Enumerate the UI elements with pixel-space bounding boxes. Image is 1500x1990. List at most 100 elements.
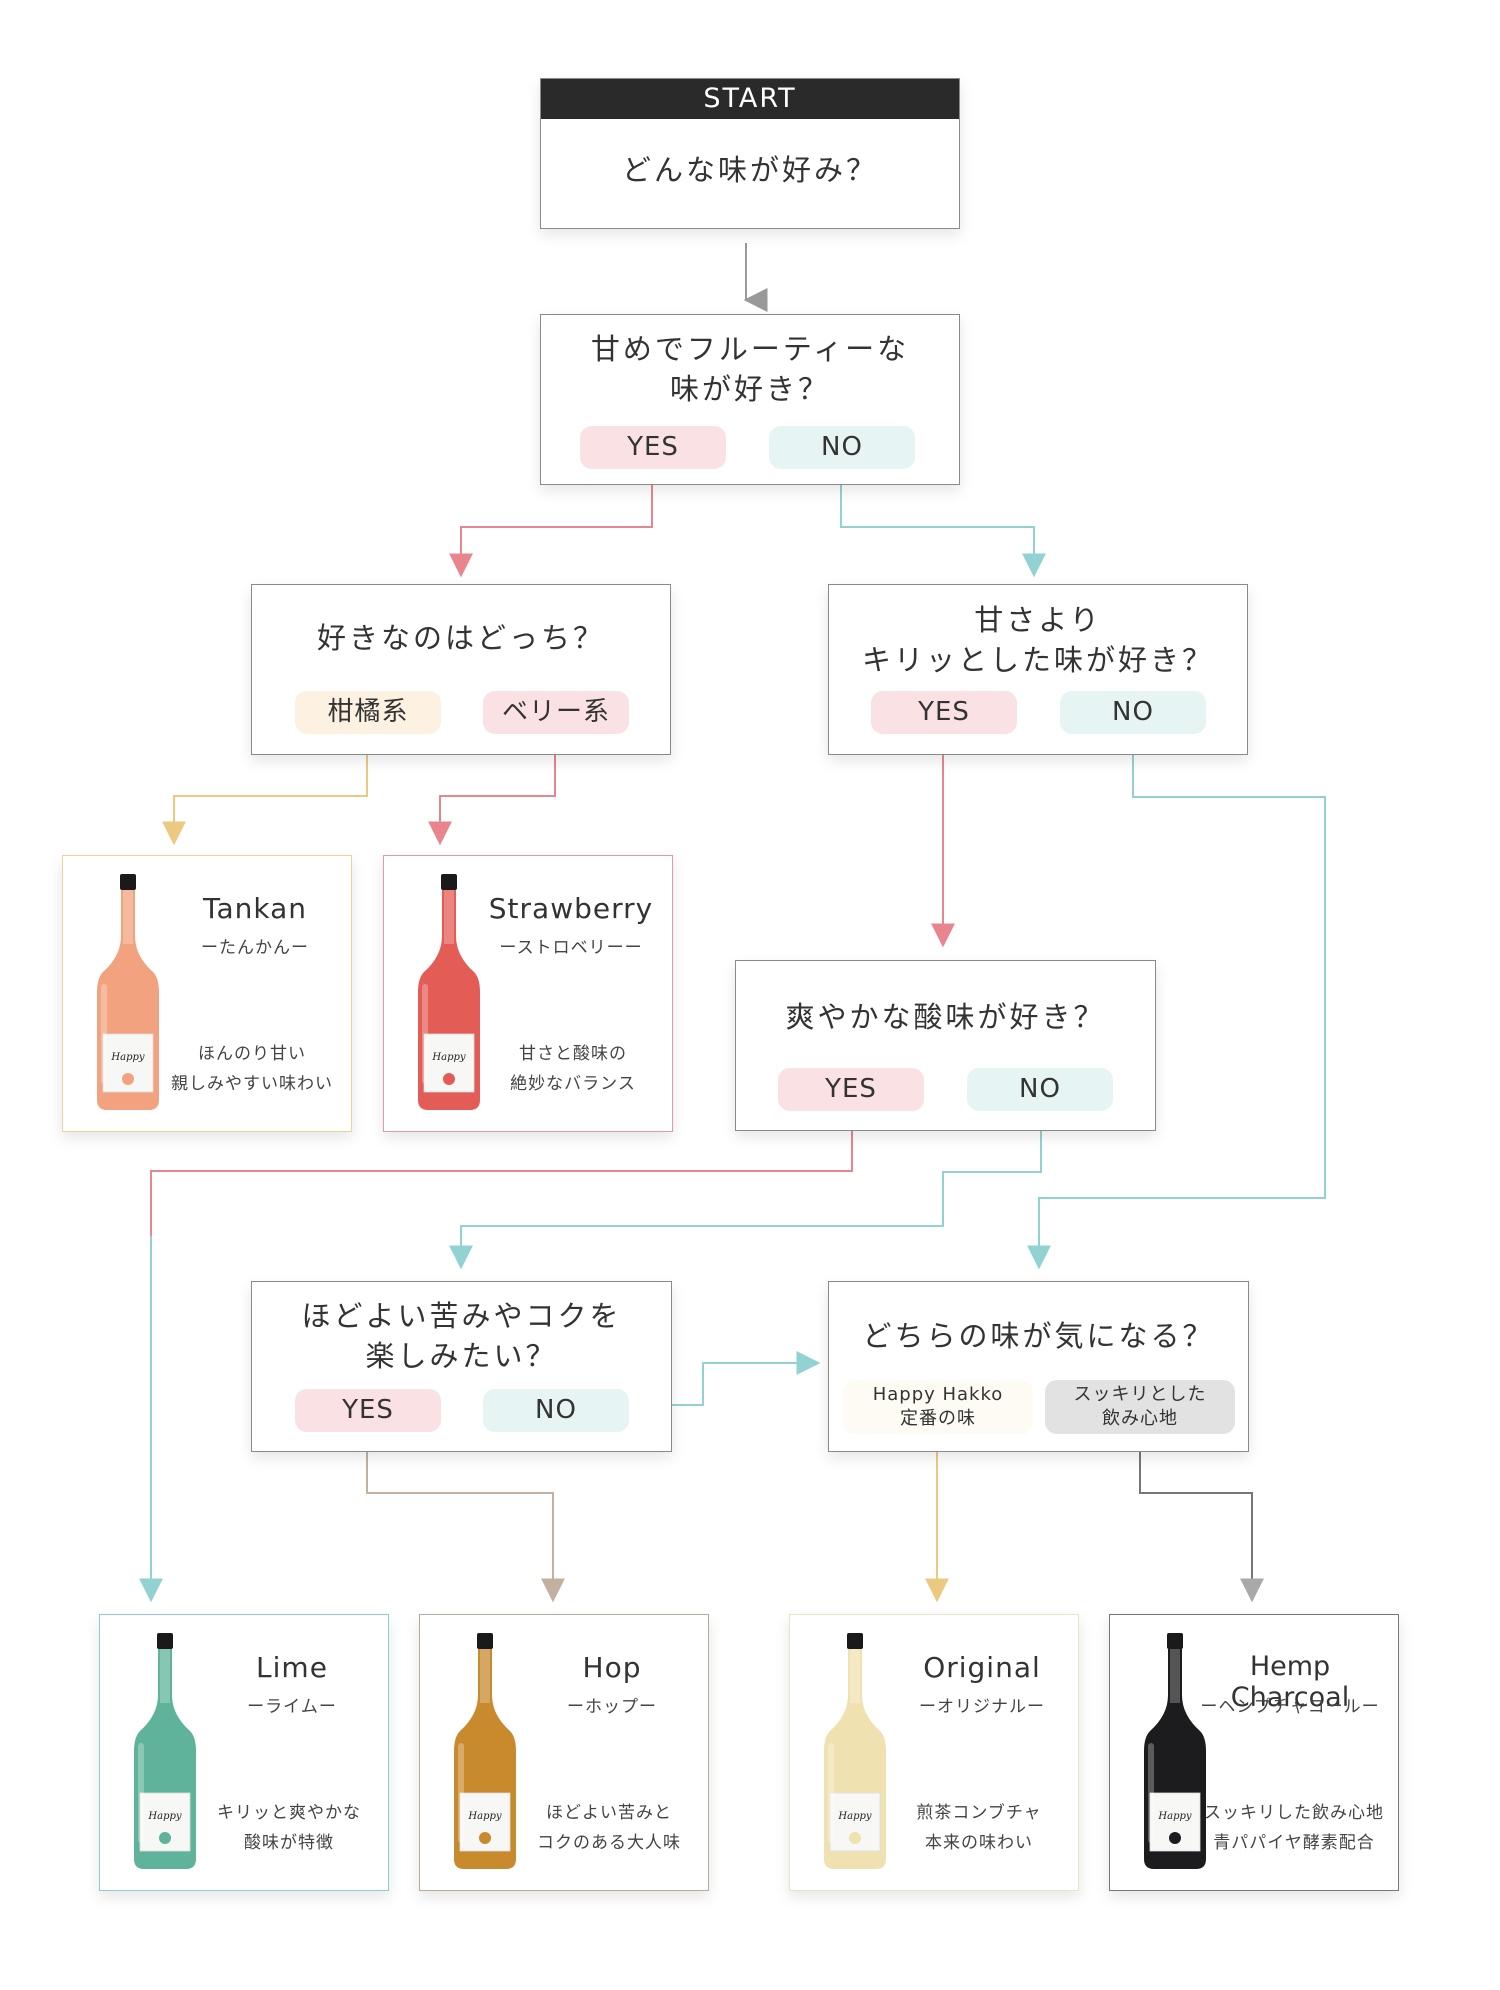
bottle-cap (477, 1633, 493, 1649)
product-description: 甘さと酸味の 絶妙なバランス (510, 1044, 636, 1094)
arrow-q1-no (840, 476, 1046, 578)
bottle-image: Happy (418, 874, 480, 1110)
arrow-q3-no (1027, 744, 1326, 1270)
product-subname: ーオリジナルー (919, 1697, 1045, 1717)
bottle-image: Happy (97, 874, 159, 1110)
product-card-lime[interactable]: Happy Lime ーライムー キリッと爽やかな 酸味が特徴 (99, 1614, 389, 1891)
bottle-cap (847, 1633, 863, 1649)
happy-hakko-button[interactable]: Happy Hakko 定番の味 (843, 1380, 1033, 1434)
arrow-q2-berry (428, 740, 556, 846)
bottle-fruit-mark (122, 1073, 134, 1085)
berry-button[interactable]: ベリー系 (483, 691, 629, 734)
bottle-neck-label (850, 1649, 860, 1703)
product-card-original[interactable]: Happy Original ーオリジナルー 煎茶コンブチャ 本来の味わい (789, 1614, 1079, 1891)
bottle-image: Happy (454, 1633, 516, 1869)
no-button[interactable]: NO (1060, 691, 1206, 734)
product-subname: ーたんかんー (201, 938, 309, 958)
question-bitter: ほどよい苦みやコクを 楽しみたい？ YES NO (251, 1281, 672, 1452)
product-subname: ーライムー (247, 1697, 337, 1717)
product-card-hop[interactable]: Happy Hop ーホップー ほどよい苦みと コクのある大人味 (419, 1614, 709, 1891)
question-text: 甘めでフルーティーな 味が好き？ (590, 332, 910, 406)
bottle-image: Happy (134, 1633, 196, 1869)
bottle-highlight (138, 1743, 144, 1843)
bottle-logo: Happy (110, 1052, 144, 1063)
option-line1: Happy Hakko (872, 1384, 1004, 1405)
bottle-neck-label (480, 1649, 490, 1703)
no-button[interactable]: NO (483, 1389, 629, 1432)
bottle-cap (1167, 1633, 1183, 1649)
product-name: Lime (256, 1651, 328, 1684)
bottle-neck-label (444, 890, 454, 944)
bottle-fruit-mark (479, 1832, 491, 1844)
question-which: 好きなのはどっち？ 柑橘系 ベリー系 (251, 584, 671, 755)
product-subname: ーストロベリーー (499, 938, 643, 958)
start-box: START どんな味が好み？ (540, 78, 960, 229)
yes-button[interactable]: YES (580, 426, 726, 469)
product-name: Hop (582, 1651, 642, 1684)
product-name: Hemp Charcoal (1230, 1651, 1350, 1713)
product-subname: ーヘンプチャコールー (1200, 1697, 1380, 1717)
arrow-q4-no (449, 1119, 1042, 1270)
start-question: どんな味が好み？ (621, 153, 878, 187)
bottle-cap (157, 1633, 173, 1649)
bottle-neck-label (160, 1649, 170, 1703)
arrow-q5-yes (366, 1440, 565, 1603)
question-text: 好きなのはどっち？ (316, 621, 605, 655)
option-line2: 飲み心地 (1102, 1408, 1178, 1429)
yes-button[interactable]: YES (295, 1389, 441, 1432)
product-description: ほんのり甘い 親しみやすい味わい (171, 1044, 333, 1094)
product-name: Strawberry (488, 892, 654, 925)
start-label: START (541, 79, 959, 119)
arrow-q4-yes-pink (150, 1119, 853, 1236)
bottle-fruit-mark (1169, 1832, 1181, 1844)
citrus-button[interactable]: 柑橘系 (295, 691, 441, 734)
bottle-highlight (101, 984, 107, 1084)
question-text: 爽やかな酸味が好き？ (785, 1000, 1106, 1034)
product-name: Tankan (203, 892, 307, 925)
question-taste-choice: どちらの味が気になる？ Happy Hakko 定番の味 スッキリとした 飲み心… (828, 1281, 1249, 1452)
bottle-highlight (828, 1743, 834, 1843)
no-button[interactable]: NO (967, 1068, 1113, 1111)
smooth-finish-button[interactable]: スッキリとした 飲み心地 (1045, 1380, 1235, 1434)
no-button[interactable]: NO (769, 426, 915, 469)
bottle-logo: Happy (837, 1811, 871, 1822)
product-card-tankan[interactable]: Happy Tankan ーたんかんー ほんのり甘い 親しみやすい味わい (62, 855, 352, 1132)
option-line1: スッキリとした (1073, 1384, 1207, 1405)
bottle-logo: Happy (147, 1811, 181, 1822)
yes-button[interactable]: YES (778, 1068, 924, 1111)
bottle-neck-label (123, 890, 133, 944)
bottle-logo: Happy (467, 1811, 501, 1822)
bottle-cap (120, 874, 136, 890)
product-subname: ーホップー (567, 1697, 657, 1717)
bottle-logo: Happy (1157, 1811, 1191, 1822)
bottle-logo: Happy (431, 1052, 465, 1063)
bottle-image: Happy (824, 1633, 886, 1869)
yes-button[interactable]: YES (871, 691, 1017, 734)
option-line2: 定番の味 (900, 1408, 976, 1429)
question-text: どちらの味が気になる？ (862, 1319, 1215, 1353)
arrow-q6-b (1139, 1443, 1264, 1603)
question-crisp: 甘さより キリッとした味が好き？ YES NO (828, 584, 1248, 755)
question-text: 甘さより キリッとした味が好き？ (861, 603, 1214, 677)
product-name: Original (923, 1651, 1041, 1684)
product-card-hemp-charcoal[interactable]: Happy Hemp Charcoal ーヘンプチャコールー スッキリした飲み心… (1109, 1614, 1399, 1891)
bottle-cap (441, 874, 457, 890)
bottle-fruit-mark (159, 1832, 171, 1844)
product-description: キリッと爽やかな 酸味が特徴 (217, 1803, 361, 1853)
bottle-neck-label (1170, 1649, 1180, 1703)
bottle-fruit-mark (849, 1832, 861, 1844)
product-description: ほどよい苦みと コクのある大人味 (537, 1803, 681, 1853)
product-description: 煎茶コンブチャ 本来の味わい (916, 1803, 1042, 1853)
bottle-highlight (422, 984, 428, 1084)
question-sour: 爽やかな酸味が好き？ YES NO (735, 960, 1156, 1131)
bottle-highlight (458, 1743, 464, 1843)
arrow-q2-citrus (162, 740, 368, 846)
arrow-q1-yes (449, 476, 653, 578)
bottle-image: Happy (1144, 1633, 1206, 1869)
product-card-strawberry[interactable]: Happy Strawberry ーストロベリーー 甘さと酸味の 絶妙なバランス (383, 855, 673, 1132)
question-text: ほどよい苦みやコクを 楽しみたい？ (301, 1299, 622, 1373)
arrow-q5-no (648, 1351, 821, 1406)
bottle-highlight (1148, 1743, 1154, 1843)
question-fruity: 甘めでフルーティーな 味が好き？ YES NO (540, 314, 960, 485)
